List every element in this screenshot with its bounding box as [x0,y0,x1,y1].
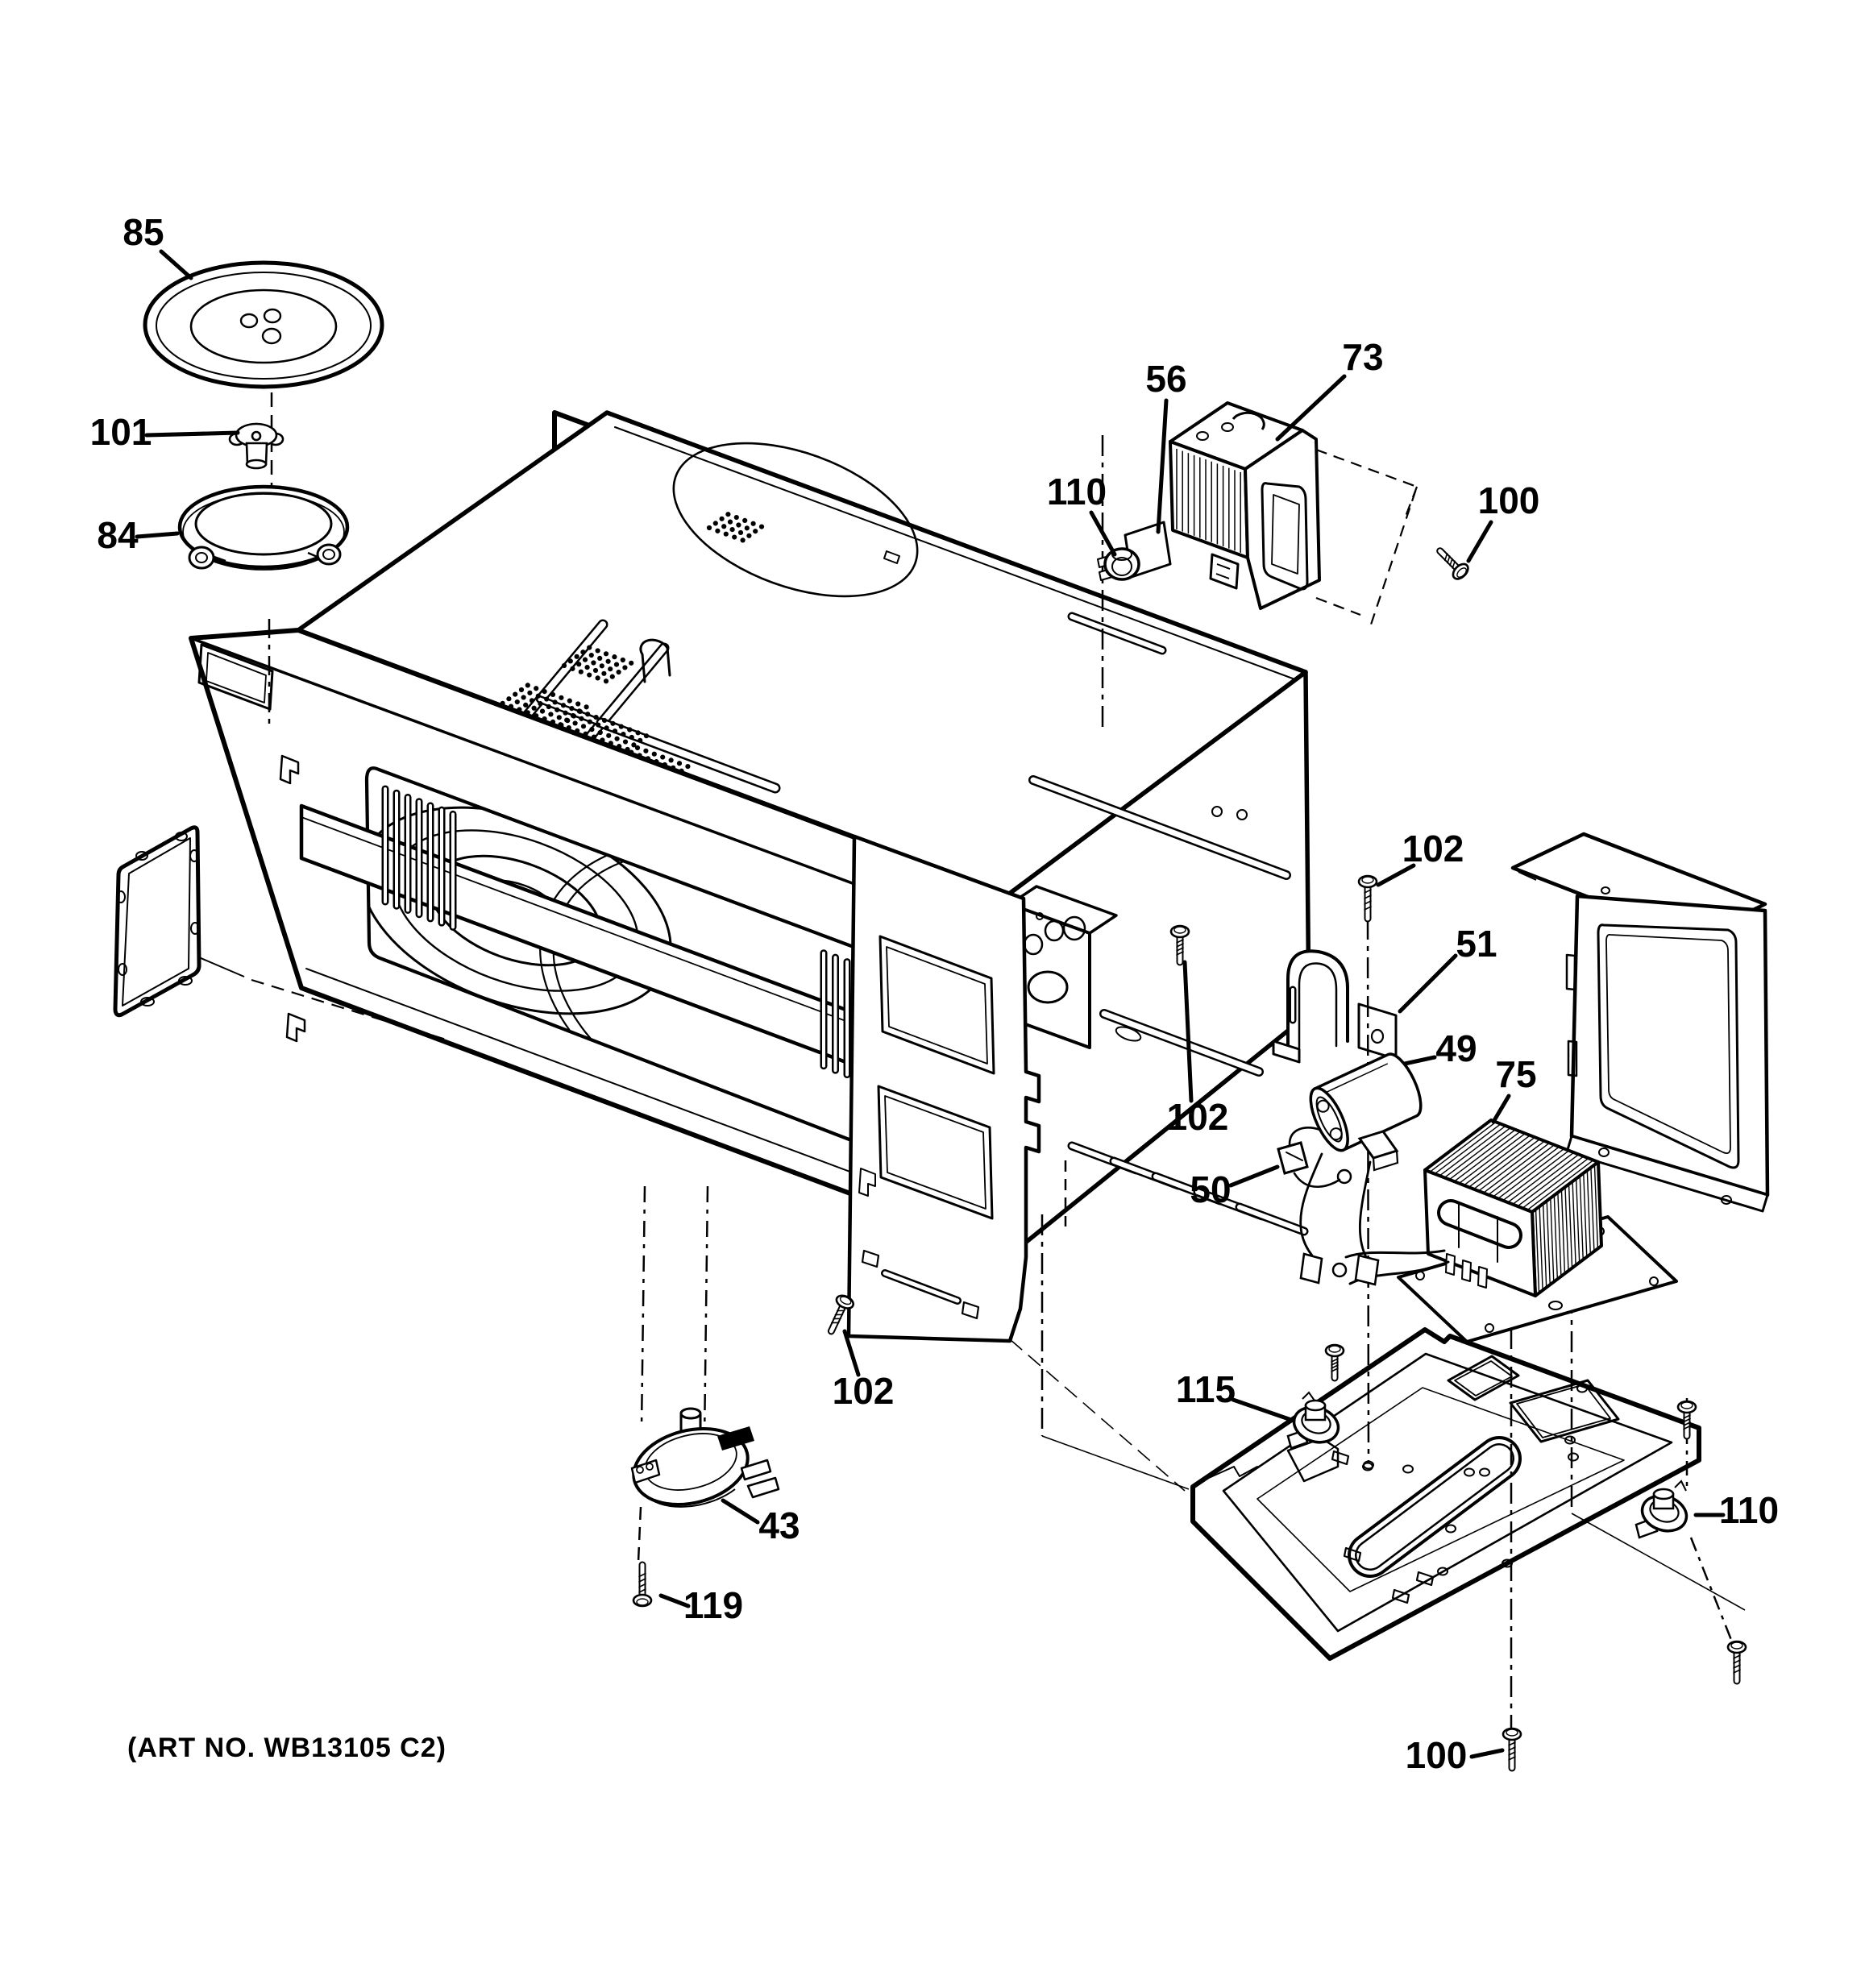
part-number-label: 51 [1456,923,1497,965]
leader-line [1231,1397,1296,1423]
thermostat-magnetron-drawing [1097,521,1172,581]
callout-85: 85 [123,211,193,280]
leader-line [721,1498,760,1525]
callout-84: 84 [97,514,180,556]
part-number-label: 110 [1047,471,1107,513]
callout-43: 43 [721,1498,800,1546]
leader-line [1491,1094,1511,1124]
screw-icon [827,1294,855,1335]
leader-line [144,430,240,438]
door-latch-hooks [279,754,306,1043]
leader-line [1156,398,1169,534]
magnetron-drawing [1169,401,1321,610]
part-number-label: 84 [97,514,139,556]
screw-icon [1324,1343,1345,1382]
leader-line [1398,953,1458,1014]
part-number-label: 102 [1167,1096,1229,1138]
screw-icon [632,1561,653,1608]
screw-icon [1357,874,1378,923]
control-duct-drawing [1008,885,1118,1049]
leader-line [1402,1055,1437,1066]
part-number-label: 115 [1176,1368,1236,1410]
part-number-label: 102 [833,1370,895,1412]
part-number-label: 73 [1342,336,1383,378]
callout-73: 73 [1275,336,1384,442]
thermostat-110-drawing [1634,1480,1688,1539]
leader-line [658,1593,691,1608]
part-number-label: 75 [1495,1053,1536,1095]
screw-icon [1502,1727,1522,1772]
leader-line [1469,1748,1505,1759]
right-cover-panel-drawing [1510,832,1770,1213]
callout-119: 119 [658,1584,743,1626]
mounting-bracket-drawing [1272,949,1398,1064]
leader-line [1466,520,1493,563]
side-access-panel-drawing [113,825,201,1018]
part-number-label: 110 [1719,1489,1779,1531]
part-number-label: 119 [683,1584,743,1626]
roller-ring-drawing [177,484,350,571]
part-number-label: 85 [123,211,164,253]
callout-49: 49 [1402,1027,1477,1069]
turntable-tray-drawing [143,260,384,389]
leader-line [1228,1164,1280,1188]
screw-icon [1436,547,1469,580]
callout-50: 50 [1190,1164,1280,1210]
callout-102: 102 [833,1329,895,1412]
callout-75: 75 [1491,1053,1537,1124]
callouts-layer: 85 101 84 56 73 110 100 102 51 49 75 102 50 115 110 102… [90,211,1779,1776]
part-number-label: 100 [1478,479,1540,521]
callout-100: 100 [1406,1734,1505,1776]
diode-harness-drawing [1277,1127,1399,1286]
oven-cavity-right-wall-drawing [1006,670,1311,1256]
leader-line [1182,960,1194,1103]
leader-line [1376,863,1416,887]
base-pan-drawing [1190,1327,1701,1661]
screw-icon [1726,1640,1747,1685]
thermostat-115-drawing [1286,1391,1340,1450]
capacitor-drawing [1309,1052,1423,1152]
callout-56: 56 [1145,358,1187,534]
part-number-label: 50 [1190,1168,1231,1210]
art-number: (ART NO. WB13105 C2) [127,1733,447,1763]
leader-line [159,249,193,280]
turntable-motor-drawing [630,1407,780,1508]
part-number-label: 56 [1145,358,1186,400]
callout-115: 115 [1176,1368,1296,1423]
callout-110: 110 [1693,1489,1779,1531]
leader-line [842,1329,861,1377]
screw-icon [1676,1400,1697,1440]
callout-102: 102 [1376,828,1464,887]
screw-icon [1169,924,1190,966]
callout-101: 101 [90,411,240,453]
leader-line [1275,374,1347,442]
turntable-coupler-drawing [228,422,285,470]
callout-51: 51 [1398,923,1497,1014]
callout-102: 102 [1167,960,1229,1138]
part-number-label: 102 [1402,828,1464,869]
divider-panel-drawing [846,834,1041,1343]
callout-100: 100 [1466,479,1540,563]
part-number-label: 100 [1406,1734,1468,1776]
leader-line [1089,510,1117,557]
screws-group [632,547,1747,1772]
callout-110: 110 [1047,471,1117,557]
part-number-label: 49 [1435,1027,1477,1069]
part-number-label: 101 [90,411,152,453]
part-number-label: 43 [758,1504,800,1546]
leader-line [135,531,180,539]
transformer-drawing [1331,1119,1678,1343]
